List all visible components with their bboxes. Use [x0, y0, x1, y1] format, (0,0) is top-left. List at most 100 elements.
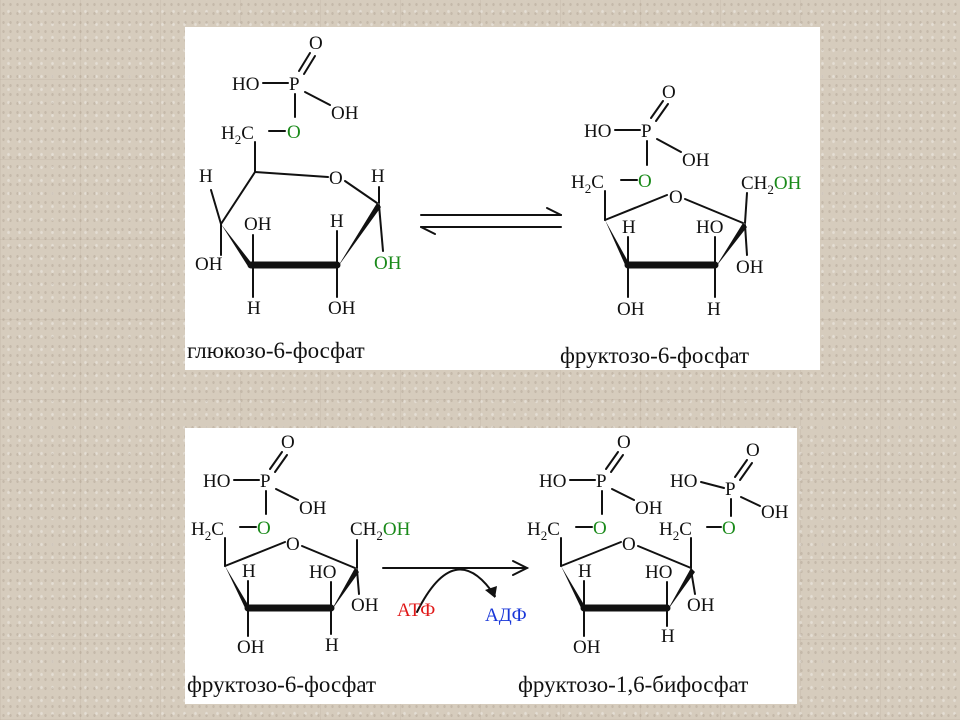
bond — [344, 180, 378, 204]
atom-label: O — [593, 518, 607, 539]
atom-label-ch: CH — [741, 173, 768, 194]
subscript-2: 2 — [205, 528, 212, 543]
bond — [224, 541, 286, 567]
atom-label: O — [287, 122, 301, 143]
atom-label: HO — [670, 471, 697, 492]
atom-label: O — [309, 33, 323, 54]
ring-oxygen: O — [329, 168, 343, 189]
bond — [356, 569, 360, 595]
bond — [700, 481, 725, 489]
atom-label-c: C — [241, 123, 254, 144]
bond — [269, 451, 283, 470]
bond — [734, 459, 748, 478]
bond — [378, 204, 384, 252]
bond — [274, 454, 288, 473]
wedge-bond — [667, 568, 695, 611]
atom-label: P — [725, 479, 736, 500]
atom-label: H — [325, 635, 339, 656]
ring-oxygen: O — [669, 187, 683, 208]
atom-label-c: C — [547, 519, 560, 540]
atom-label-c: C — [591, 172, 604, 193]
atom-label: O — [746, 440, 760, 461]
bond — [210, 189, 222, 225]
atom-label: P — [260, 471, 271, 492]
bond — [301, 545, 356, 569]
caption-glucose-6-phosphate: глюкозо-6-фосфат — [187, 338, 365, 363]
atom-label: OH — [761, 502, 789, 523]
bond — [744, 192, 748, 224]
bond — [604, 194, 668, 221]
cofactor-curved-arrow — [416, 568, 496, 613]
atom-label-c: C — [211, 519, 224, 540]
wedge-bond — [715, 223, 747, 268]
bond — [611, 488, 635, 501]
atom-label: O — [617, 432, 631, 453]
wedge-bond — [221, 224, 253, 268]
atom-label: OH — [195, 254, 223, 275]
bond — [220, 171, 256, 225]
atom-label: OH — [682, 150, 710, 171]
phosphorylation-diagram: O P HO OH O H2C O H OH HO H CH2OH OH АТФ… — [187, 432, 789, 697]
atom-label: OH — [328, 298, 356, 319]
subscript-2: 2 — [541, 528, 548, 543]
atom-label: H — [199, 166, 213, 187]
subscript-2: 2 — [585, 181, 592, 196]
atp-label: АТФ — [397, 600, 435, 621]
atom-label-h: H — [221, 123, 235, 144]
wedge-bond — [605, 220, 630, 267]
atom-label: OH — [299, 498, 327, 519]
atom-label: HO — [539, 471, 566, 492]
ring-oxygen: O — [622, 534, 636, 555]
atom-label: OH — [635, 498, 663, 519]
atom-label-h: H — [191, 519, 205, 540]
wedge-bond — [225, 566, 250, 610]
bond — [605, 451, 619, 470]
atom-label: H — [661, 626, 675, 647]
caption-fructose-6-phosphate: фруктозо-6-фосфат — [560, 343, 749, 368]
reaction-panel-isomerization: O P HO OH O H2C O H OH OH H H OH H OH O … — [185, 27, 820, 370]
atom-label: O — [257, 518, 271, 539]
atom-label: P — [596, 471, 607, 492]
atom-label-ch: CH — [350, 519, 377, 540]
atom-label: OH — [736, 257, 764, 278]
atom-label: HO — [696, 217, 723, 238]
atom-label: O — [662, 82, 676, 103]
bond — [275, 488, 299, 501]
bond — [744, 224, 748, 256]
reaction-arrow-head — [512, 560, 530, 576]
atom-label-oh: OH — [774, 173, 802, 194]
bond — [560, 541, 622, 567]
bond — [650, 100, 664, 119]
atom-label: H2C — [221, 123, 254, 147]
atom-label-c: C — [679, 519, 692, 540]
bond — [656, 138, 682, 153]
atom-label: OH — [374, 253, 402, 274]
atom-label: H — [622, 217, 636, 238]
atom-label: H2C — [571, 172, 604, 196]
wedge-bond — [561, 566, 586, 610]
reverse-arrow-head — [420, 226, 436, 235]
atom-label: H2C — [659, 519, 692, 543]
atom-label-h: H — [527, 519, 541, 540]
bond — [303, 55, 316, 75]
atom-label: OH — [617, 299, 645, 320]
bond — [684, 198, 744, 224]
atom-label: OH — [237, 637, 265, 658]
bond — [254, 171, 329, 178]
atom-label-oh: OH — [383, 519, 411, 540]
atom-label: OH — [573, 637, 601, 658]
atom-label: HO — [232, 74, 259, 95]
atom-label: CH2OH — [741, 173, 802, 197]
atom-label: HO — [584, 121, 611, 142]
forward-arrow-head — [546, 207, 562, 216]
wedge-bond — [331, 568, 359, 611]
subscript-2: 2 — [673, 528, 680, 543]
reaction-panel-phosphorylation: O P HO OH O H2C O H OH HO H CH2OH OH АТФ… — [185, 428, 797, 704]
atom-label-h: H — [659, 519, 673, 540]
atom-label: O — [281, 432, 295, 453]
atom-label: H — [242, 561, 256, 582]
bond — [740, 496, 761, 507]
atom-label: O — [722, 518, 736, 539]
atom-label: OH — [244, 214, 272, 235]
bond — [304, 91, 331, 106]
